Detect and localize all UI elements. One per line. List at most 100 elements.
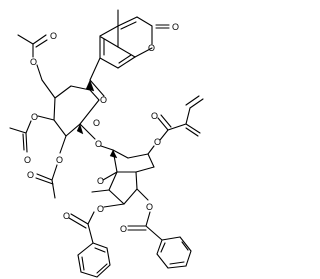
bond: [103, 203, 125, 208]
bond: [87, 223, 94, 244]
bonds: [9, 9, 204, 278]
wedge-bond: [109, 149, 118, 159]
bond: [147, 145, 155, 155]
bond: [106, 247, 111, 266]
bond: [35, 177, 54, 185]
bond: [89, 89, 100, 101]
atom-o: O: [63, 211, 70, 221]
bond: [96, 264, 111, 278]
bond: [89, 57, 101, 81]
bond: [167, 265, 187, 269]
bond: [100, 36, 119, 48]
bond: [181, 241, 189, 251]
bond: [136, 16, 153, 27]
bond: [189, 98, 204, 109]
bond: [99, 57, 119, 69]
bond: [120, 21, 137, 30]
atom-o: O: [148, 43, 155, 53]
bond: [108, 189, 125, 205]
stereo-wedges: [76, 79, 118, 159]
bond: [59, 135, 67, 154]
atom-o: O: [97, 176, 104, 186]
bond: [36, 64, 43, 81]
bond: [185, 123, 201, 134]
bond: [89, 79, 105, 97]
bond: [68, 217, 87, 229]
bond: [185, 250, 192, 267]
bond: [179, 236, 192, 252]
bond: [145, 225, 163, 241]
atom-o: O: [97, 204, 104, 214]
bond: [17, 34, 34, 45]
atom-o: O: [172, 22, 179, 32]
bond: [37, 115, 55, 121]
bond: [156, 239, 163, 255]
bond: [169, 261, 185, 265]
bond: [123, 188, 138, 205]
bond: [94, 247, 106, 253]
bond: [185, 95, 200, 106]
bond: [156, 253, 169, 269]
bond: [79, 123, 96, 140]
bond: [157, 117, 169, 131]
atom-o: O: [95, 139, 102, 149]
bond: [136, 188, 149, 201]
bond: [185, 107, 191, 125]
structural-formula: O O O O O O O O O O O O O O O O O O: [9, 9, 204, 278]
bond: [9, 127, 27, 134]
bond: [77, 254, 82, 273]
bond: [91, 189, 110, 193]
bond: [134, 47, 153, 58]
bond: [135, 171, 138, 190]
bond: [70, 213, 89, 225]
bond: [80, 271, 98, 278]
atom-o: O: [30, 57, 37, 67]
atom-o: O: [24, 155, 31, 165]
bond: [135, 166, 155, 173]
atom-o: O: [146, 202, 153, 212]
bond: [51, 179, 56, 199]
bond: [25, 132, 28, 153]
bond: [160, 114, 172, 128]
bond: [112, 149, 129, 159]
bond: [167, 123, 187, 131]
bond: [96, 263, 108, 274]
bond: [25, 120, 32, 134]
bond: [79, 99, 100, 125]
bond: [65, 123, 81, 137]
bond: [185, 127, 199, 137]
bond: [117, 56, 136, 69]
bond: [108, 171, 118, 191]
bond: [159, 129, 169, 141]
wedge-bond: [85, 79, 95, 92]
atom-o: O: [120, 224, 127, 234]
atom-o: O: [50, 31, 57, 41]
bond: [160, 242, 166, 253]
bond: [147, 153, 155, 168]
bond: [22, 133, 25, 151]
atom-labels: O O O O O O O O O O O O O O O O O O: [24, 22, 179, 234]
atom-o: O: [93, 118, 100, 128]
atom-o: O: [100, 95, 107, 105]
wedge-bond: [76, 123, 84, 135]
bond: [53, 119, 67, 137]
atom-o: O: [31, 112, 38, 122]
bond: [77, 242, 94, 256]
bond: [87, 211, 95, 225]
bond: [32, 34, 47, 45]
bond: [118, 54, 132, 64]
bond: [117, 46, 136, 58]
bond: [92, 242, 108, 249]
bond: [36, 173, 53, 181]
bond: [100, 145, 114, 151]
bond: [127, 153, 149, 159]
bond: [102, 171, 118, 181]
bond: [99, 25, 119, 37]
atom-o: O: [151, 111, 158, 121]
atom-o: O: [56, 155, 63, 165]
bond: [51, 164, 58, 181]
atom-o: O: [154, 137, 161, 147]
bond: [53, 97, 56, 121]
bond: [41, 79, 56, 99]
bond: [54, 85, 72, 99]
